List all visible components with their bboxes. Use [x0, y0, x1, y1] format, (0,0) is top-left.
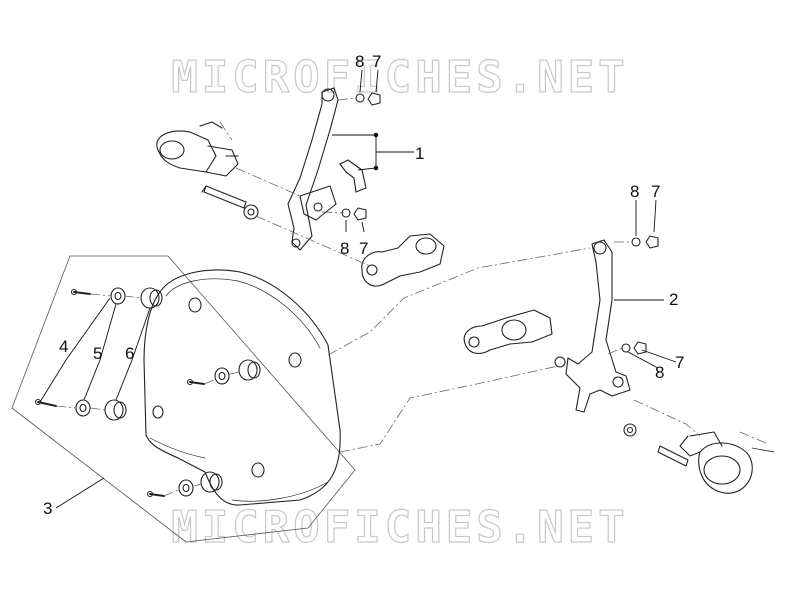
assembly-lines [55, 97, 769, 497]
callout-7-mid-left: 7 [359, 239, 369, 258]
mount-bracket-left [361, 233, 445, 287]
callout-1: 1 [415, 144, 425, 163]
bolt-right [657, 445, 689, 467]
turn-signal-right [679, 431, 775, 494]
screw-4a [70, 288, 91, 296]
bracket-left [287, 87, 339, 251]
screw-center [186, 378, 205, 386]
leader-lines [39, 69, 677, 509]
callout-6: 6 [125, 344, 135, 363]
mount-bracket-right [463, 309, 553, 355]
callout-8-mid-right: 8 [655, 363, 665, 382]
washer-center [214, 367, 230, 385]
callout-8-top-left: 8 [355, 52, 365, 71]
grommet-6b [104, 399, 127, 421]
washer-5b [75, 399, 91, 417]
washer-right [623, 423, 637, 437]
washer-8-top-left [355, 93, 365, 103]
screw-4b [34, 398, 57, 407]
callout-8-mid-left: 8 [340, 239, 350, 258]
callout-8-top-right: 8 [630, 182, 640, 201]
screw-bottom [146, 490, 165, 498]
grommet-center [238, 359, 261, 381]
callout-7-top-left: 7 [372, 52, 382, 71]
windshield [143, 269, 341, 506]
watermark-bottom: MICROFICHES.NET [171, 501, 629, 553]
clip-left [339, 159, 367, 193]
washer-8-top-right [631, 237, 641, 247]
turn-signal-left [156, 121, 239, 177]
callout-3: 3 [43, 499, 53, 518]
nut-7-top-right [645, 235, 659, 249]
grommet-6a [140, 287, 163, 309]
bracket-right [554, 239, 631, 413]
nut-7-mid-right [633, 341, 647, 355]
washer-8-mid-right [621, 343, 631, 353]
washer-bottom [178, 479, 194, 497]
callout-7-mid-right: 7 [675, 353, 685, 372]
nut-7-top-left [367, 92, 381, 106]
nut-7-mid-left [353, 207, 367, 221]
windshield-assembly-outline [11, 255, 356, 543]
bolt-left [201, 185, 247, 209]
washer-left [243, 204, 259, 220]
callout-2: 2 [669, 290, 679, 309]
callout-4: 4 [59, 337, 69, 356]
callout-5: 5 [93, 344, 103, 363]
washer-5a [110, 287, 126, 305]
watermark-top: MICROFICHES.NET [171, 51, 629, 103]
grommet-bottom [200, 471, 223, 493]
callout-7-top-right: 7 [651, 182, 661, 201]
